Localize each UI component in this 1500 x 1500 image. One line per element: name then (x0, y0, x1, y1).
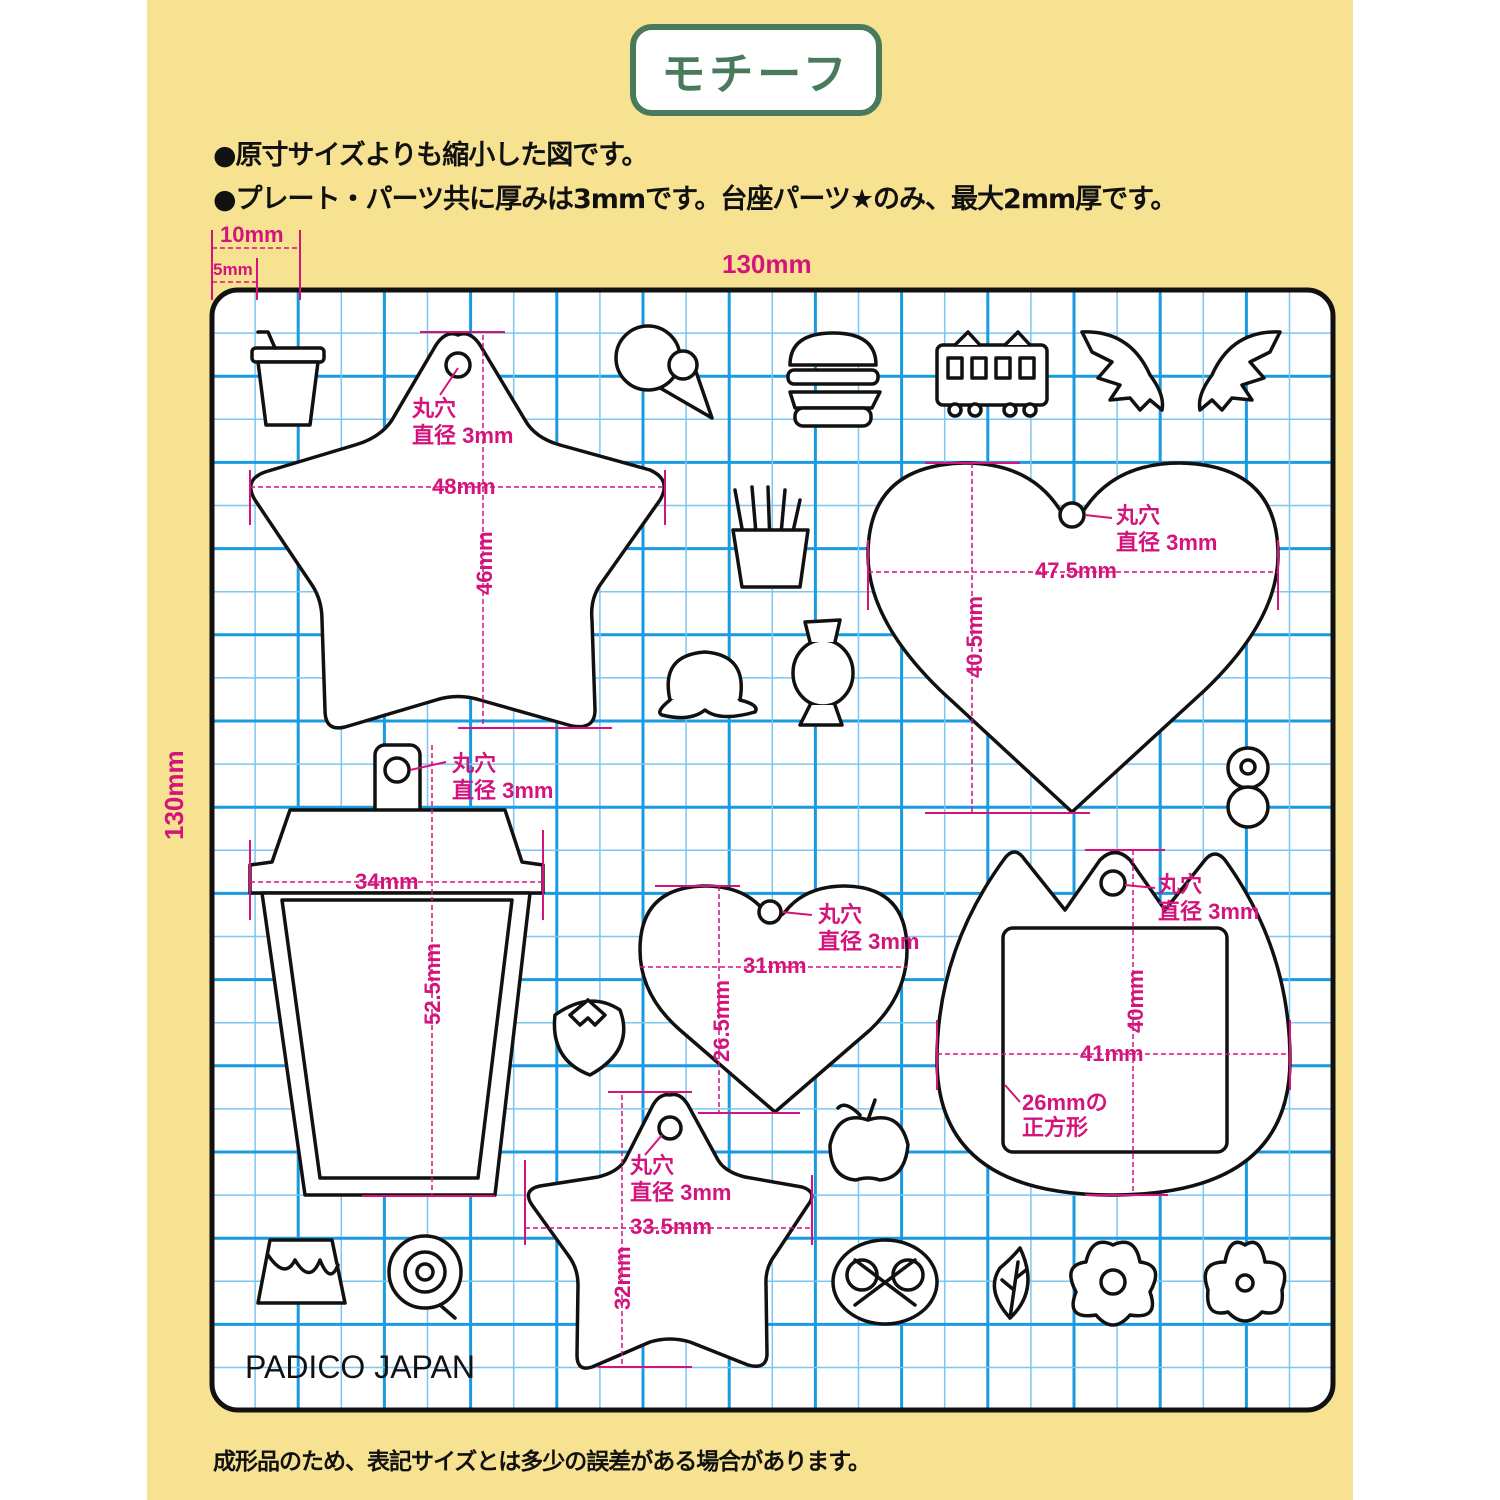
apple-icon (828, 1098, 910, 1182)
lollipop-icon (387, 1234, 463, 1320)
big-star-plate: 丸穴 直径 3mm 48mm 46mm (249, 331, 666, 730)
hole-label: 丸穴 (411, 396, 456, 421)
train-icon (935, 330, 1049, 418)
hole-size-label: 直径 3mm (1116, 530, 1217, 555)
leaf-icon (992, 1246, 1030, 1320)
note-reduced-scale: ●原寸サイズよりも縮小した図です。 (213, 140, 649, 171)
cat-frame-plate: 丸穴 直径 3mm 41mm 40mm 26mmの 正方形 (935, 849, 1292, 1197)
small-heart-plate: 丸穴 直径 3mm 31mm 26.5mm (638, 884, 919, 1114)
note-thickness: ●プレート・パーツ共に厚みは3mmです。台座パーツ★のみ、最大2mm厚です。 (213, 184, 1177, 215)
hole-size-label: 直径 3mm (412, 423, 513, 448)
board-width-label: 130mm (722, 249, 812, 279)
sakura-icon (1203, 1240, 1287, 1323)
big-star-height: 46mm (472, 531, 497, 595)
scale-marks: 10mm 5mm 130mm 130mm (159, 222, 812, 840)
board-height-label: 130mm (159, 750, 189, 840)
cup-plate: 丸穴 直径 3mm 34mm 52.5mm (248, 743, 553, 1197)
big-star-width: 48mm (432, 474, 496, 499)
drink-cup-icon (250, 330, 326, 427)
bat-wing-left-icon (1080, 330, 1165, 412)
hole-size-label: 直径 3mm (452, 778, 553, 803)
small-star-width: 33.5mm (630, 1214, 712, 1239)
hamburger-icon (786, 331, 882, 428)
small-heart-height: 26.5mm (709, 980, 734, 1062)
cat-width: 41mm (1080, 1041, 1144, 1066)
big-heart-width: 47.5mm (1035, 558, 1117, 583)
bat-wing-right-icon (1197, 330, 1282, 412)
hole-label: 丸穴 (1115, 503, 1160, 528)
cat-window-size: 26mmの (1022, 1090, 1108, 1115)
page-title: モチーフ (630, 24, 882, 116)
hole-size-label: 直径 3mm (818, 929, 919, 954)
cup-height: 52.5mm (420, 943, 445, 1025)
cat-height: 40mm (1123, 969, 1148, 1033)
hole-size-label: 直径 3mm (1158, 899, 1259, 924)
hole-label: 丸穴 (1157, 872, 1202, 897)
candy-icon (791, 618, 855, 727)
hole-label: 丸穴 (451, 751, 496, 776)
strawberry-icon (552, 998, 626, 1077)
padico-logo: PADICO JAPAN (245, 1349, 475, 1385)
hole-size-label: 直径 3mm (630, 1180, 731, 1205)
big-heart-plate: 丸穴 直径 3mm 47.5mm 40.5mm (866, 461, 1280, 814)
cup-width: 34mm (355, 869, 419, 894)
pudding-icon (256, 1238, 347, 1305)
small-heart-width: 31mm (743, 953, 807, 978)
snowman-icon (1226, 746, 1270, 829)
small-star-plate: 丸穴 直径 3mm 33.5mm 32mm (524, 1091, 814, 1370)
big-heart-height: 40.5mm (962, 596, 987, 678)
hole-label: 丸穴 (629, 1153, 674, 1178)
peach-icon (658, 650, 758, 720)
pretzel-icon (831, 1238, 939, 1326)
scale-5mm: 5mm (213, 260, 253, 279)
french-fries-icon (731, 485, 810, 589)
scale-10mm: 10mm (220, 222, 284, 247)
board-outline (209, 287, 1336, 1413)
flower-icon (1069, 1240, 1158, 1327)
hole-label: 丸穴 (817, 902, 862, 927)
small-star-height: 32mm (610, 1246, 635, 1310)
ice-cream-icon (614, 324, 714, 420)
cat-window-shape: 正方形 (1022, 1115, 1088, 1140)
footer-disclaimer: 成形品のため、表記サイズとは多少の誤差がある場合があります。 (213, 1449, 871, 1475)
